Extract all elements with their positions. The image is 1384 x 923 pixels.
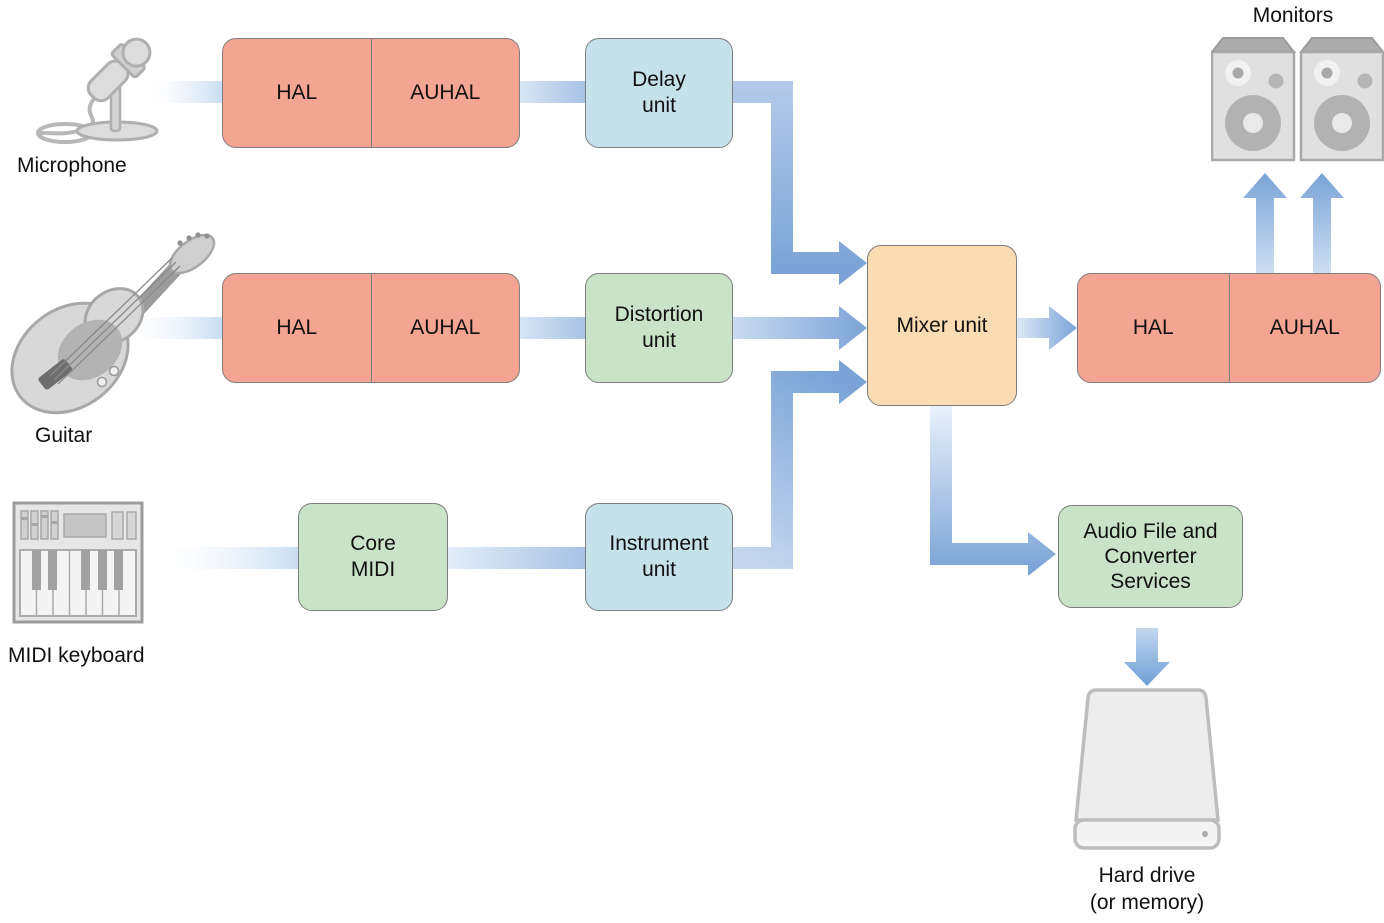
arrow-mixer-to-audiofile xyxy=(930,400,1056,576)
monitors-icon xyxy=(1211,37,1384,162)
box-delay-unit: Delay unit xyxy=(585,38,733,148)
coremidi-line1: Core xyxy=(350,532,396,555)
arrow-mixer-to-hal xyxy=(1017,306,1077,350)
caption-hard-drive: Hard drive (or memory) xyxy=(1047,862,1247,916)
arrow-auhal-to-monitor-right xyxy=(1300,173,1344,276)
label-auhal: AUHAL xyxy=(1228,274,1381,382)
arrow-distortion-to-mixer xyxy=(733,306,867,350)
box-distortion-unit: Distortion unit xyxy=(585,273,733,383)
delay-line1: Delay xyxy=(632,68,686,91)
box-mixer-unit: Mixer unit xyxy=(867,245,1017,406)
mixer-label: Mixer unit xyxy=(896,313,988,337)
label-auhal: AUHAL xyxy=(370,274,520,382)
label-hal: HAL xyxy=(276,316,318,339)
hard-drive-icon xyxy=(1073,688,1221,850)
speaker-right-icon xyxy=(1298,37,1384,162)
flow-keyboard-to-coremidi xyxy=(145,547,298,569)
box-output-hal-auhal: HAL AUHAL xyxy=(1077,273,1381,383)
arrow-delay-to-mixer xyxy=(733,81,867,285)
arrow-instrument-to-mixer xyxy=(733,360,867,569)
box-mic-hal-auhal: HAL AUHAL xyxy=(222,38,520,148)
flow-hal-to-distortion xyxy=(520,317,585,339)
instrument-line1: Instrument xyxy=(609,532,709,555)
distortion-line2: unit xyxy=(642,329,676,352)
delay-line2: unit xyxy=(642,94,676,117)
label-hal: HAL xyxy=(1132,316,1174,339)
hard-drive-line2: (or memory) xyxy=(1089,891,1205,914)
arrow-audiofile-to-harddrive xyxy=(1124,628,1170,686)
label-hal: HAL xyxy=(276,81,318,104)
midi-keyboard-icon xyxy=(12,501,144,624)
audiofile-line2: Converter xyxy=(1104,545,1197,568)
box-guitar-hal-auhal: HAL AUHAL xyxy=(222,273,520,383)
caption-midi-keyboard: MIDI keyboard xyxy=(8,644,145,667)
guitar-icon xyxy=(10,232,216,415)
coremidi-line2: MIDI xyxy=(350,558,396,581)
flow-coremidi-to-instrument xyxy=(448,547,585,569)
instrument-line2: unit xyxy=(642,558,676,581)
caption-monitors: Monitors xyxy=(1252,4,1334,27)
distortion-line1: Distortion xyxy=(614,303,704,326)
flow-hal-to-delay xyxy=(520,81,585,103)
speaker-left-icon xyxy=(1211,37,1297,162)
flow-guitar-to-hal xyxy=(120,317,222,339)
box-core-midi: Core MIDI xyxy=(298,503,448,611)
caption-guitar: Guitar xyxy=(35,424,93,447)
flow-mic-to-hal xyxy=(140,81,222,103)
box-instrument-unit: Instrument unit xyxy=(585,503,733,611)
hard-drive-line1: Hard drive xyxy=(1098,864,1196,887)
audiofile-line1: Audio File and xyxy=(1083,520,1218,543)
audiofile-line3: Services xyxy=(1110,570,1191,593)
arrow-auhal-to-monitor-left xyxy=(1243,173,1287,276)
caption-microphone: Microphone xyxy=(17,154,127,177)
microphone-icon xyxy=(36,37,159,144)
label-auhal: AUHAL xyxy=(370,39,520,147)
box-audio-file-services: Audio File and Converter Services xyxy=(1058,505,1243,608)
